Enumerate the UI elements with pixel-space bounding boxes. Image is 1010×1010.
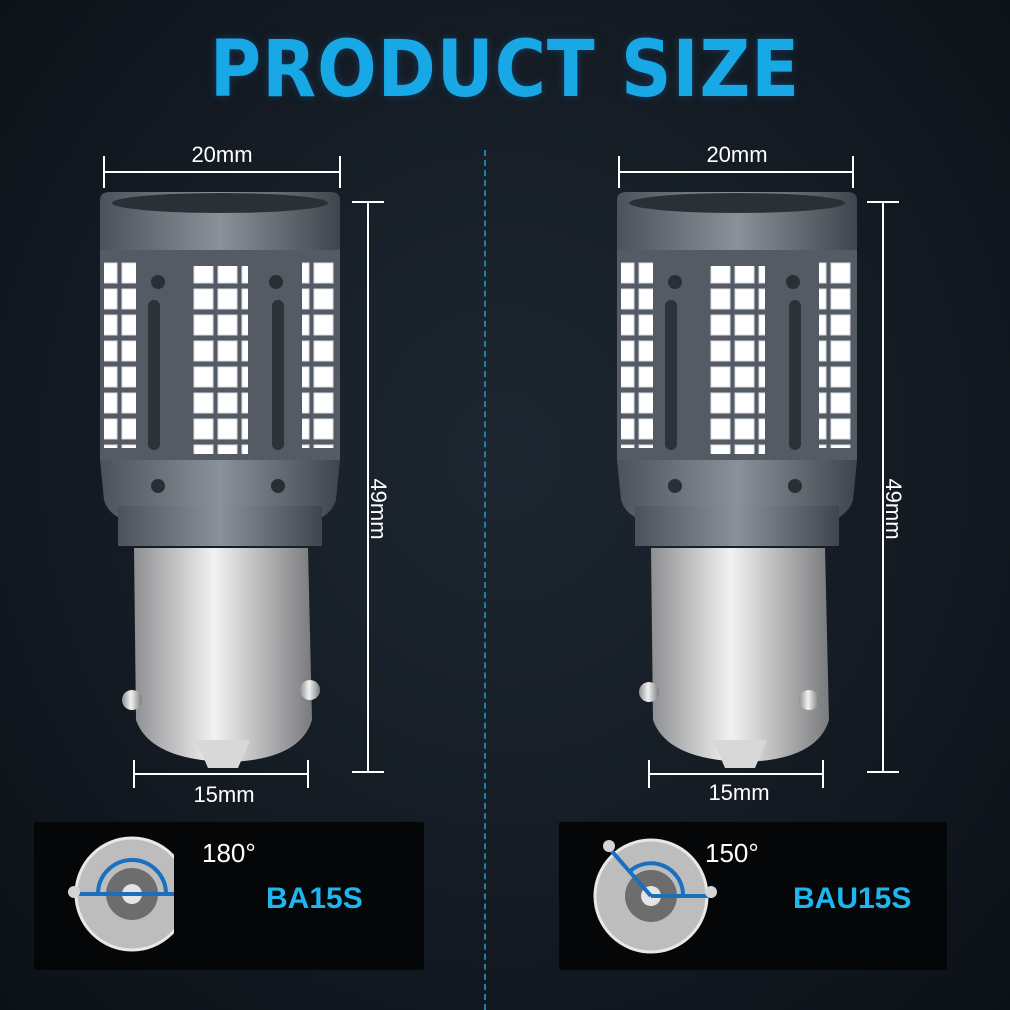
base-dimension-line [648, 760, 824, 788]
width-dimension-line [618, 156, 854, 188]
center-divider [484, 150, 486, 1010]
base-type-panel: 150° BAU15S [559, 822, 947, 970]
width-label: 20mm [191, 142, 253, 167]
pin-angle-diagram [68, 836, 196, 952]
base-label: 15mm [193, 782, 255, 807]
model-label: BA15S [266, 882, 363, 915]
height-dimension-line [352, 201, 384, 773]
product-ba15s: 20mm 49mm 15mm 180° BA15S [34, 142, 424, 970]
height-label: 49mm [881, 478, 906, 540]
base-label: 15mm [708, 780, 770, 805]
product-bau15s: 20mm 49mm 15mm 150° BAU15S [517, 0, 1010, 1010]
base-dimension-line [133, 760, 309, 788]
model-label: BAU15S [793, 882, 912, 915]
width-dimension-line [103, 156, 341, 188]
pin-angle-diagram [593, 838, 717, 954]
height-dimension-line [867, 201, 899, 773]
bulb-dimension-drawing [617, 156, 899, 788]
pin-angle-label: 180° [202, 838, 256, 868]
bulb-dimension-drawing [100, 156, 384, 788]
pin-angle-label: 150° [705, 838, 759, 868]
base-type-panel: 180° BA15S [34, 822, 424, 970]
height-label: 49mm [366, 478, 391, 540]
width-label: 20mm [706, 142, 768, 167]
page-title: PRODUCT SIZE [209, 23, 801, 115]
